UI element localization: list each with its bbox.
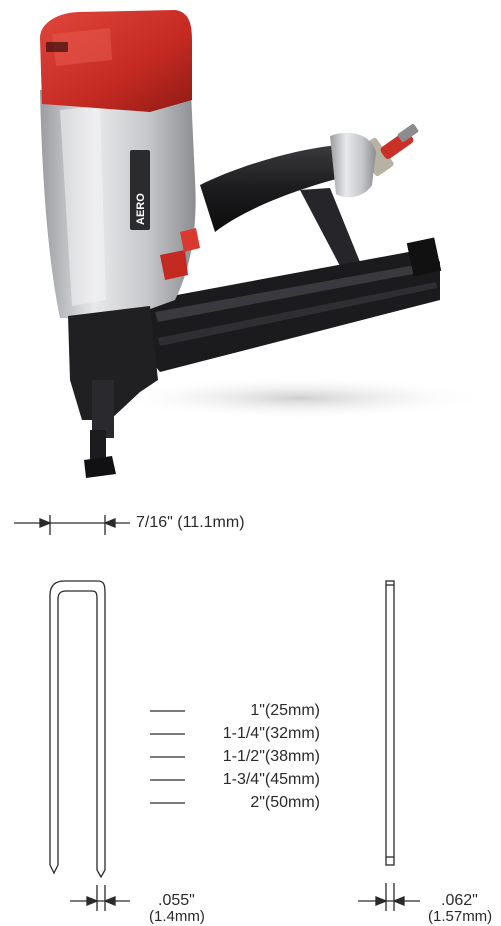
leg-width-label: .055" <box>158 892 195 909</box>
length-label-25: 1"(25mm) <box>250 702 320 719</box>
staple-side-view <box>385 580 395 866</box>
red-side-button <box>160 250 188 280</box>
length-label-50: 2"(50mm) <box>250 794 320 811</box>
stapler-tool-image: AERO <box>40 10 490 478</box>
magazine <box>150 237 442 372</box>
tool-shadow <box>110 376 490 420</box>
red-trigger <box>180 228 200 252</box>
staple-spec-diagram: 7/16" (11.1mm) 1"(25mm) 1-1/4"(32mm) 1-1… <box>0 505 501 925</box>
nosepiece <box>68 306 158 478</box>
leg-width-metric-label: (1.4mm) <box>149 908 205 925</box>
magazine-strut <box>300 188 360 266</box>
diagram-drawing <box>14 515 420 911</box>
length-label-45: 1-3/4"(45mm) <box>222 771 320 788</box>
brand-badge: AERO <box>130 150 150 230</box>
staple-front-outer <box>49 580 106 870</box>
svg-text:AERO: AERO <box>135 193 147 225</box>
crown-width-label: 7/16" (11.1mm) <box>136 514 245 531</box>
staple-left-point <box>49 864 59 875</box>
cap-vent <box>46 42 68 52</box>
crown-arrow-left <box>39 518 52 528</box>
thickness-metric-label: (1.57mm) <box>428 908 493 925</box>
staple-front-inner <box>57 590 98 870</box>
crown-arrow-right <box>103 518 116 528</box>
length-label-38: 1-1/2"(38mm) <box>222 748 320 765</box>
handle-grip <box>200 145 352 232</box>
thickness-label: .062" <box>441 892 478 909</box>
staple-right-point <box>96 869 106 879</box>
handle-rear-housing <box>330 132 376 198</box>
length-label-32: 1-1/4"(32mm) <box>222 725 320 742</box>
